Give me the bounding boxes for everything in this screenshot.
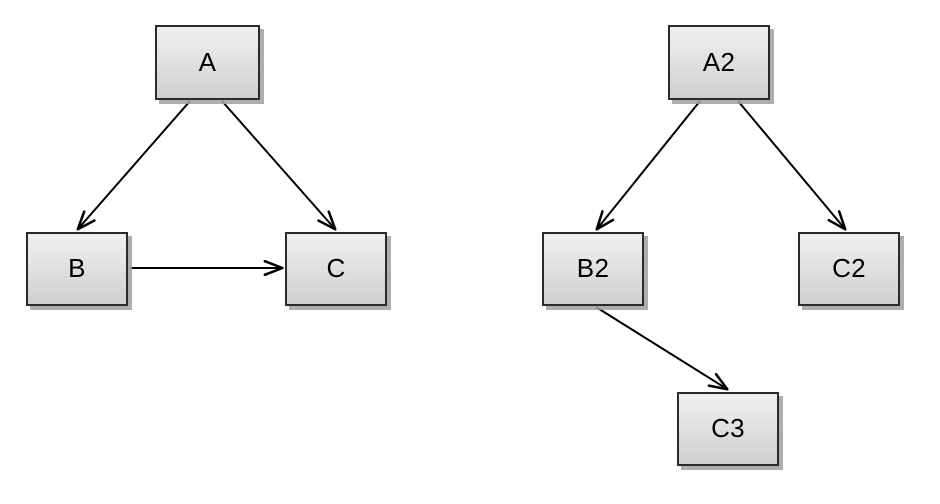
node-c[interactable]: C [285, 232, 387, 306]
edge-a2-to-c2 [737, 100, 845, 229]
node-c2-label: C2 [832, 253, 866, 283]
node-b2[interactable]: B2 [542, 232, 644, 306]
node-a2[interactable]: A2 [668, 25, 770, 100]
node-b2-label: B2 [576, 253, 610, 283]
node-c2[interactable]: C2 [798, 232, 900, 306]
edge-b2-to-c3 [595, 306, 727, 389]
edge-a2-to-b2 [597, 100, 701, 229]
node-a2-label: A2 [702, 46, 736, 77]
node-a-label: A [198, 46, 217, 77]
node-a[interactable]: A [155, 25, 260, 100]
node-c-label: C [326, 253, 346, 283]
node-b[interactable]: B [26, 232, 128, 306]
node-c3[interactable]: C3 [677, 392, 779, 466]
edge-a-to-c [221, 100, 335, 229]
node-b-label: B [68, 253, 86, 283]
node-c3-label: C3 [711, 413, 745, 443]
edge-a-to-b [78, 100, 191, 229]
